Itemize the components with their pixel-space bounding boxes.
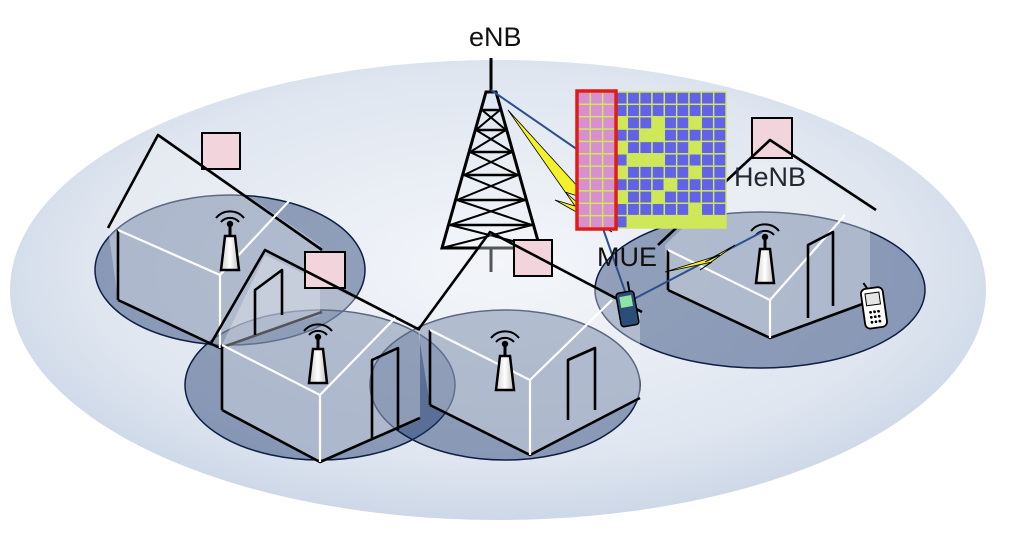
links bbox=[490, 89, 763, 301]
mue-label: MUE bbox=[597, 242, 657, 272]
house-1 bbox=[106, 132, 323, 350]
enb-label: eNB bbox=[469, 22, 522, 52]
interference-bolt-2 bbox=[664, 244, 736, 273]
macro-cell-coverage bbox=[10, 60, 986, 520]
house-3 bbox=[416, 230, 643, 457]
mue-phone-icon bbox=[615, 281, 640, 328]
henb-label: HeNB bbox=[734, 162, 806, 192]
highlighted-resource-blocks bbox=[575, 89, 618, 231]
house-4-henb bbox=[657, 117, 877, 340]
femto-cell-coverage-4 bbox=[594, 211, 926, 369]
resource-block-grid bbox=[575, 89, 727, 231]
house-2 bbox=[208, 248, 421, 464]
fue-phone-icon bbox=[860, 282, 888, 330]
